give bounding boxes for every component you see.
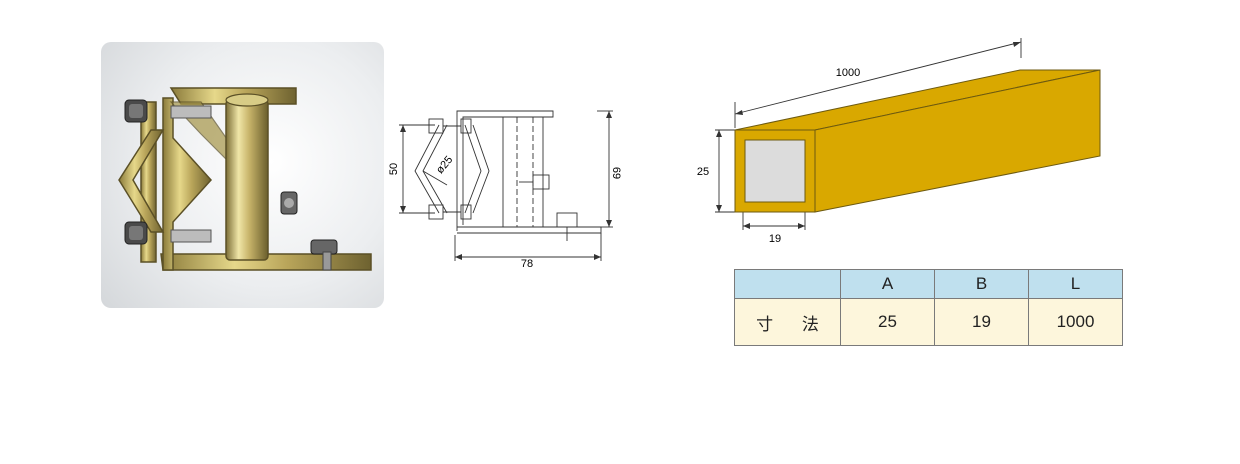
table-cell: 19 [934,298,1029,346]
clamp-illustration [118,87,372,271]
table-header-cell: A [840,269,935,299]
dim-pipe-diameter-label: ø25 [434,154,455,176]
dim-outer-label: 25 [697,166,709,178]
table-header-cell [734,269,841,299]
product-photo [101,42,384,308]
table-cell: 25 [840,298,935,346]
table-header-row: A B L [734,269,1123,299]
tube-hollow [744,139,806,203]
table-row-label: 寸 法 [734,298,841,346]
square-tube-diagram: 1000 25 19 [697,38,1101,245]
dim-inner-label: 19 [769,233,781,245]
table-header-cell: L [1028,269,1123,299]
dim-length-label: 1000 [836,67,860,79]
table-cell: 1000 [1028,298,1123,346]
dim-outer-height-label: 69 [610,167,622,179]
table-row: 寸 法 25 19 1000 [734,298,1123,346]
dim-inner-height-label: 50 [388,163,400,175]
technical-drawing: 69 50 ø25 78 [388,110,622,270]
dim-width-label: 78 [521,258,533,270]
dimensions-table: A B L 寸 法 25 19 1000 [734,269,1123,346]
table-header-cell: B [934,269,1029,299]
